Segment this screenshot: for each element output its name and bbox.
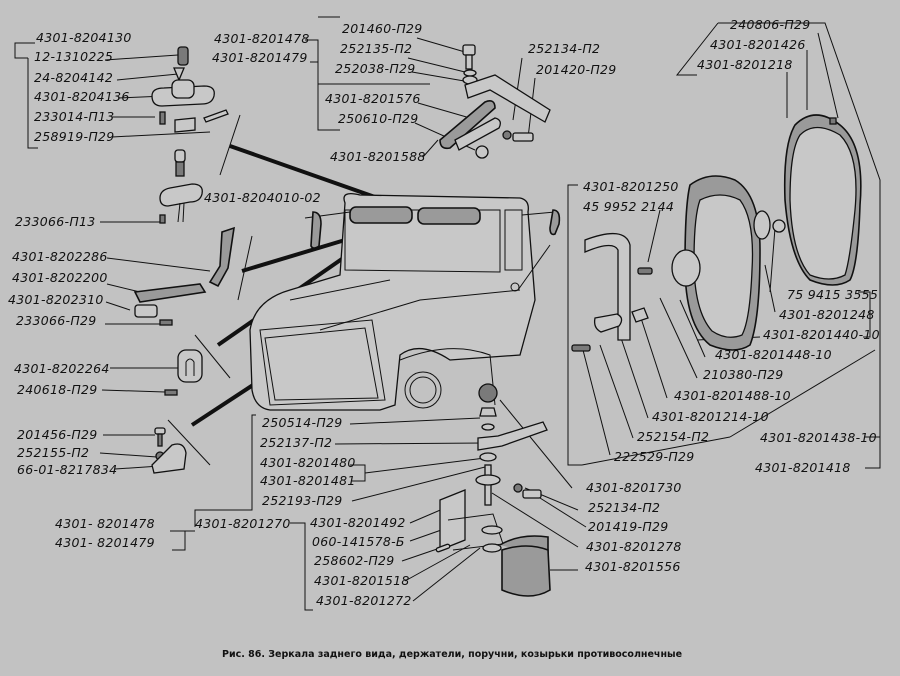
part-label: 4301-8202264 — [14, 361, 110, 376]
part-label: 4301-8201576 — [325, 91, 421, 106]
part-label: 4301- 8201478 — [55, 516, 155, 531]
part-label: 233014-П13 — [34, 109, 115, 124]
part-label: 4301-8204010-02 — [204, 190, 321, 205]
part-label: 258919-П29 — [34, 129, 115, 144]
part-label: 250610-П29 — [338, 111, 419, 126]
part-label: 4301-8201278 — [586, 539, 682, 554]
part-label: 201420-П29 — [536, 62, 617, 77]
part-label: 4301-8201478 — [214, 31, 310, 46]
part-label: 4301-8201426 — [710, 37, 806, 52]
part-label: 4301-8201480 — [260, 455, 356, 470]
bracket-small — [151, 427, 187, 474]
rear-view-mirror-left — [671, 175, 771, 351]
part-label: 4301-8201488-10 — [674, 388, 791, 403]
part-label: 250514-П29 — [262, 415, 343, 430]
visor-mount-bottom — [435, 383, 551, 597]
part-label: 252193-П29 — [262, 493, 343, 508]
part-label: 4301-8202286 — [12, 249, 108, 264]
part-label: 4301-8202310 — [8, 292, 104, 307]
part-label: 4301-8201214-10 — [652, 409, 769, 424]
part-label: 24-8204142 — [34, 70, 114, 85]
part-label: 75 9415 3555 — [787, 287, 879, 302]
part-label: 66-01-8217834 — [17, 462, 118, 477]
mirror-arm-top — [439, 44, 551, 159]
part-label: 252134-П2 — [528, 41, 601, 56]
part-label: 4301-8201218 — [697, 57, 793, 72]
part-label: 201419-П29 — [588, 519, 669, 534]
truck-cab — [249, 192, 561, 411]
part-label: 233066-П13 — [15, 214, 96, 229]
part-label: 233066-П29 — [16, 313, 97, 328]
part-label: 4301-8204136 — [34, 89, 130, 104]
part-label: 4301-8201248 — [779, 307, 875, 322]
handrail-bracket-left — [133, 226, 235, 326]
part-label: 4301-8201518 — [314, 573, 410, 588]
part-label: 258602-П29 — [314, 553, 395, 568]
part-label: 4301-8201448-10 — [715, 347, 832, 362]
part-label: 4301-8201270 — [195, 516, 291, 531]
part-label: 252038-П29 — [335, 61, 416, 76]
part-label: 252154-П2 — [637, 429, 710, 444]
part-label: 4301-8201272 — [316, 593, 412, 608]
part-label: 252135-П2 — [340, 41, 413, 56]
part-label: 201460-П29 — [342, 21, 423, 36]
part-label: 45 9952 2144 — [583, 199, 675, 214]
part-label: 4301-8201492 — [310, 515, 406, 530]
part-label: 4301-8204130 — [36, 30, 132, 45]
part-label: 4301-8201438-10 — [760, 430, 877, 445]
part-label: 4301-8201481 — [260, 473, 356, 488]
part-label: 4301-8201479 — [212, 50, 308, 65]
part-label: 4301-8201250 — [583, 179, 679, 194]
rear-view-mirror-right — [772, 114, 862, 286]
part-label: 12-1310225 — [34, 49, 114, 64]
part-label: 4301-8201440-10 — [763, 327, 880, 342]
part-label: 4301-8201418 — [755, 460, 851, 475]
part-label: 222529-П29 — [614, 449, 695, 464]
visor-holder-mid — [159, 149, 203, 224]
part-label: 4301-8201730 — [586, 480, 682, 495]
part-label: 252134-П2 — [588, 500, 661, 515]
part-label: 210380-П29 — [703, 367, 784, 382]
part-label: 060-141578-Б — [312, 534, 405, 549]
part-label: 4301-8202200 — [12, 270, 108, 285]
part-label: 240618-П29 — [17, 382, 98, 397]
part-label: 252137-П2 — [260, 435, 333, 450]
part-label: 4301-8201556 — [585, 559, 681, 574]
figure-caption: Рис. 86. Зеркала заднего вида, держатели… — [222, 649, 683, 660]
part-label: 252155-П2 — [17, 445, 90, 460]
part-label: 240806-П29 — [730, 17, 811, 32]
part-label: 201456-П29 — [17, 427, 98, 442]
sun-visor-holder-top — [151, 46, 229, 133]
handrail — [571, 233, 653, 352]
part-label: 4301-8201588 — [330, 149, 426, 164]
visor-latch — [164, 349, 203, 396]
part-label: 4301- 8201479 — [55, 535, 155, 550]
